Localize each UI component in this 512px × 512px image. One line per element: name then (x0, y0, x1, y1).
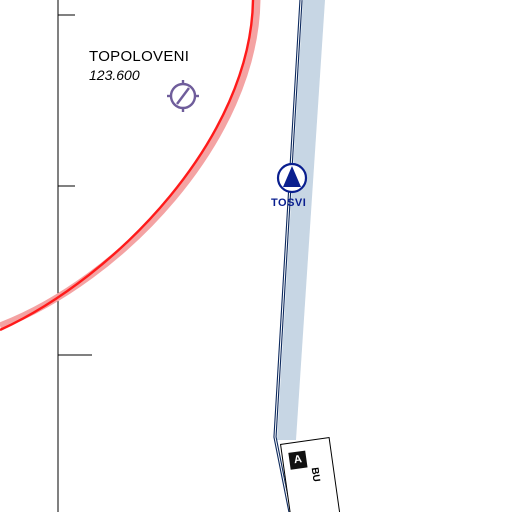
airway-code: A (288, 450, 308, 470)
compulsory-reporting-point-icon[interactable] (276, 162, 308, 194)
unpaved-airfield-icon[interactable] (167, 80, 199, 112)
grid-meridian (57, 0, 92, 512)
airfield-name[interactable]: TOPOLOVENI (89, 48, 190, 65)
airway-text: BU (308, 466, 322, 483)
airfield-frequency: 123.600 (89, 67, 140, 83)
airspace-boundary (0, 0, 261, 332)
waypoint-label[interactable]: TOSVI (271, 197, 307, 209)
airway-route (273, 0, 325, 512)
